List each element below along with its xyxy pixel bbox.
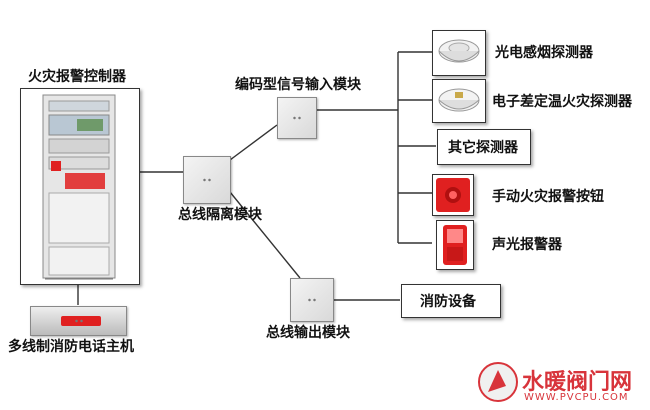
controller-title: 火灾报警控制器 [28, 69, 126, 85]
sounder-strobe-box [436, 220, 474, 270]
smoke-detector-icon [438, 39, 480, 63]
input-module [277, 97, 317, 139]
manual-call-point-icon [436, 178, 470, 212]
watermark-logo [478, 362, 518, 402]
phone-host-device [30, 306, 127, 336]
line-isolation-output [229, 191, 301, 279]
isolation-module-label: 总线隔离模块 [178, 207, 262, 223]
heat-detector-icon [438, 88, 480, 112]
line-isolation-input [229, 124, 278, 161]
other-detector-box: 其它探测器 [437, 129, 531, 165]
manual-call-point-box [432, 174, 474, 216]
detector-label-4: 手动火灾报警按钮 [492, 189, 604, 205]
controller-cabinet-icon [42, 94, 116, 280]
output-module-label: 总线输出模块 [266, 325, 350, 341]
detector-label-1: 光电感烟探测器 [495, 45, 593, 61]
fire-equipment-box: 消防设备 [401, 284, 501, 318]
phone-host-label: 多线制消防电话主机 [8, 339, 134, 355]
smoke-detector-box [432, 30, 486, 76]
output-module [290, 278, 334, 322]
detector-label-3: 其它探测器 [448, 140, 518, 156]
heat-detector-box [432, 79, 486, 123]
watermark-text: 水暖阀门网 [522, 370, 633, 395]
input-module-label: 编码型信号输入模块 [235, 77, 361, 93]
detector-label-2: 电子差定温火灾探测器 [492, 94, 632, 110]
phone-host-panel-icon [61, 316, 101, 326]
isolation-module [183, 156, 231, 204]
controller-frame [20, 88, 140, 285]
detector-label-5: 声光报警器 [492, 237, 562, 253]
watermark-url: WWW.PVCPU.COM [524, 392, 629, 403]
sounder-strobe-icon [443, 225, 467, 265]
fire-equipment-label: 消防设备 [420, 294, 476, 310]
